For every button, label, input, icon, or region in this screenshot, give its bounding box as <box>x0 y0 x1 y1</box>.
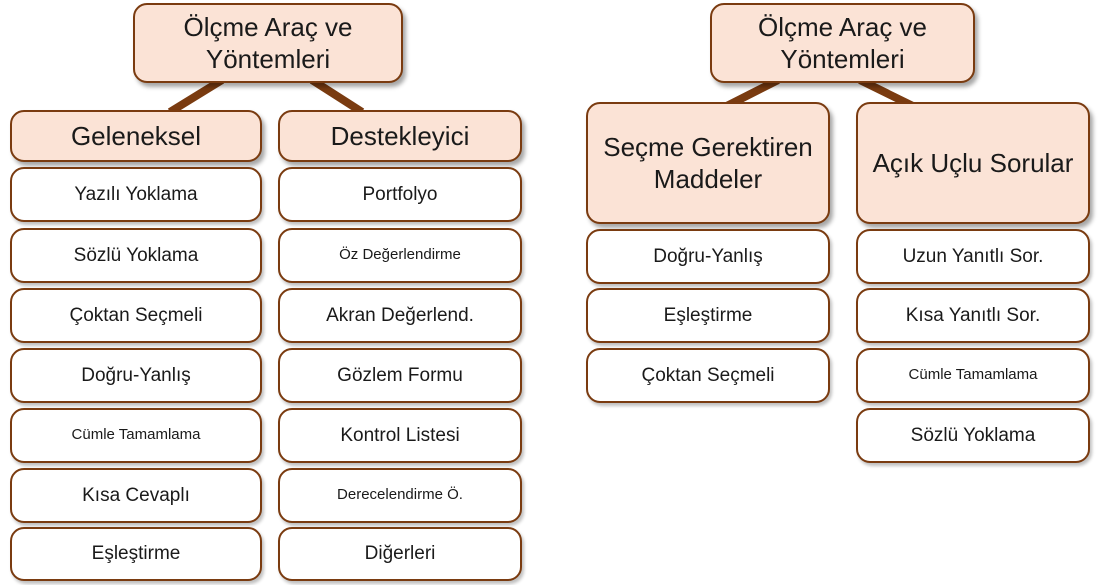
list-item: Doğru-Yanlış <box>586 229 830 284</box>
left-category-destekleyici: Destekleyici <box>278 110 522 162</box>
category-label: Destekleyici <box>330 120 470 151</box>
list-item: Kısa Yanıtlı Sor. <box>856 288 1090 343</box>
list-item: Cümle Tamamlama <box>10 408 262 463</box>
list-item: Sözlü Yoklama <box>10 228 262 283</box>
list-item: Kısa Cevaplı <box>10 468 262 523</box>
left-root-node: Ölçme Araç ve Yöntemleri <box>133 3 403 83</box>
list-item: Portfolyo <box>278 167 522 222</box>
connector-left-geleneksel <box>167 76 225 116</box>
category-label: Seçme Gerektiren Maddeler <box>603 131 813 195</box>
list-item: Eşleştirme <box>10 527 262 581</box>
list-item: Öz Değerlendirme <box>278 228 522 283</box>
left-category-geleneksel: Geleneksel <box>10 110 262 162</box>
category-label: Geleneksel <box>70 120 202 151</box>
list-item: Kontrol Listesi <box>278 408 522 463</box>
connector-left-destekleyici <box>309 76 365 116</box>
list-item: Çoktan Seçmeli <box>10 288 262 343</box>
left-root-label: Ölçme Araç ve Yöntemleri <box>183 11 353 75</box>
list-item: Uzun Yanıtlı Sor. <box>856 229 1090 284</box>
right-root-node: Ölçme Araç ve Yöntemleri <box>710 3 975 83</box>
right-root-label: Ölçme Araç ve Yöntemleri <box>757 11 928 75</box>
list-item: Diğerleri <box>278 527 522 581</box>
category-label: Açık Uçlu Sorular <box>872 147 1074 178</box>
right-category-acik: Açık Uçlu Sorular <box>856 102 1090 224</box>
list-item: Çoktan Seçmeli <box>586 348 830 403</box>
list-item: Doğru-Yanlış <box>10 348 262 403</box>
list-item: Cümle Tamamlama <box>856 348 1090 403</box>
list-item: Sözlü Yoklama <box>856 408 1090 463</box>
list-item: Eşleştirme <box>586 288 830 343</box>
list-item: Yazılı Yoklama <box>10 167 262 222</box>
list-item: Akran Değerlend. <box>278 288 522 343</box>
right-category-secme: Seçme Gerektiren Maddeler <box>586 102 830 224</box>
list-item: Gözlem Formu <box>278 348 522 403</box>
list-item: Derecelendirme Ö. <box>278 468 522 523</box>
